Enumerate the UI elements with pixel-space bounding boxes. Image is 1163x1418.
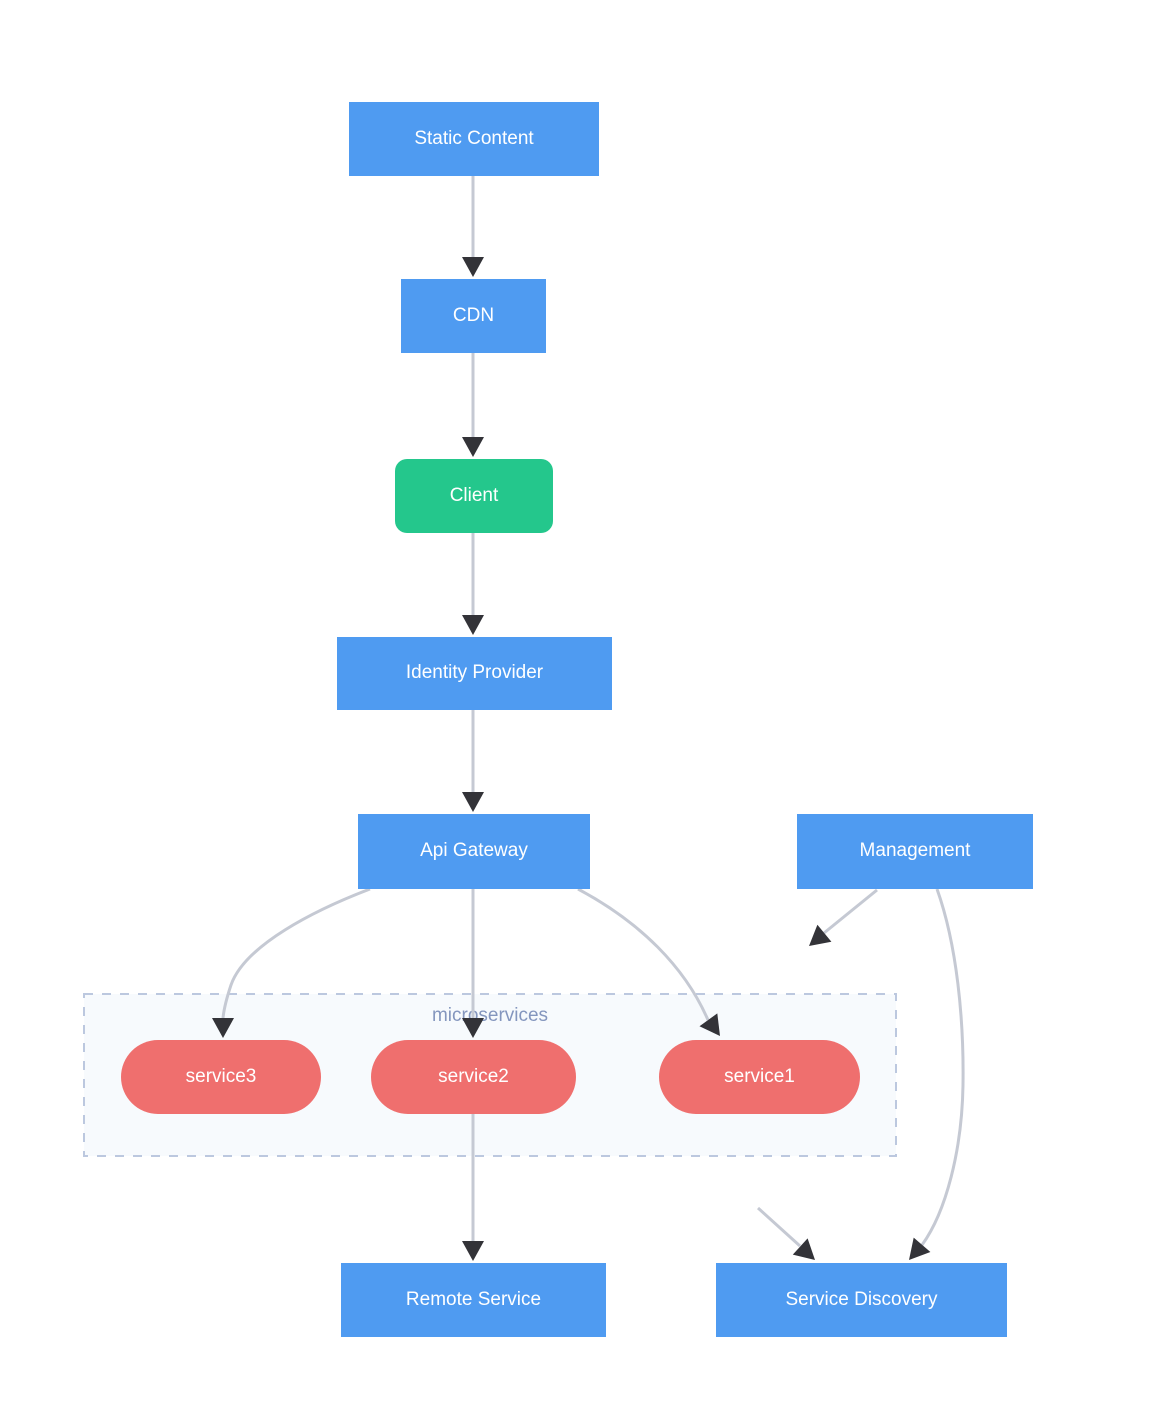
node-api-gateway: Api Gateway	[358, 814, 590, 889]
node-management-label: Management	[859, 840, 971, 862]
arrowhead-identity-provider	[462, 615, 484, 635]
node-service-discovery-label: Service Discovery	[785, 1288, 938, 1310]
arrowhead-api-gateway	[462, 792, 484, 812]
edge-management-microservices	[823, 888, 878, 935]
cluster-label: microservices	[431, 1005, 549, 1026]
node-client: Client	[395, 459, 553, 533]
arrowhead-client	[462, 437, 484, 457]
arrowhead-microservices	[809, 924, 832, 946]
node-service2: service2	[371, 1040, 576, 1114]
node-identity-provider: Identity Provider	[337, 637, 612, 710]
edge-api-gateway-service3	[221, 887, 371, 1019]
node-client-label: Client	[449, 484, 499, 506]
node-static-content: Static Content	[349, 102, 599, 176]
arrowhead-cdn	[462, 257, 484, 277]
arrowhead-service1	[699, 1013, 720, 1036]
node-remote-service-label: Remote Service	[405, 1288, 542, 1310]
node-service2-label: service2	[438, 1065, 509, 1087]
arrowhead-remote-service	[462, 1241, 484, 1261]
node-cdn-label: CDN	[452, 304, 495, 326]
node-service1: service1	[659, 1040, 860, 1114]
node-service3: service3	[121, 1040, 321, 1114]
node-api-gateway-label: Api Gateway	[420, 840, 528, 862]
node-cdn: CDN	[401, 279, 546, 353]
node-static-content-label: Static Content	[414, 127, 534, 149]
edge-management-service-discovery	[920, 888, 965, 1246]
edge-api-gateway-service1	[577, 887, 710, 1021]
arrowhead-service-discovery-right	[909, 1237, 931, 1260]
arrowhead-service3	[212, 1018, 234, 1038]
edge-service1-service-discovery	[756, 1206, 802, 1248]
node-service1-label: service1	[724, 1065, 795, 1087]
node-identity-provider-label: Identity Provider	[405, 662, 544, 684]
node-remote-service: Remote Service	[341, 1263, 606, 1337]
arrowhead-service2	[462, 1018, 484, 1038]
arrowhead-service-discovery-left	[792, 1238, 815, 1260]
node-service3-label: service3	[185, 1065, 257, 1087]
node-service-discovery: Service Discovery	[716, 1263, 1007, 1337]
node-management: Management	[797, 814, 1033, 889]
